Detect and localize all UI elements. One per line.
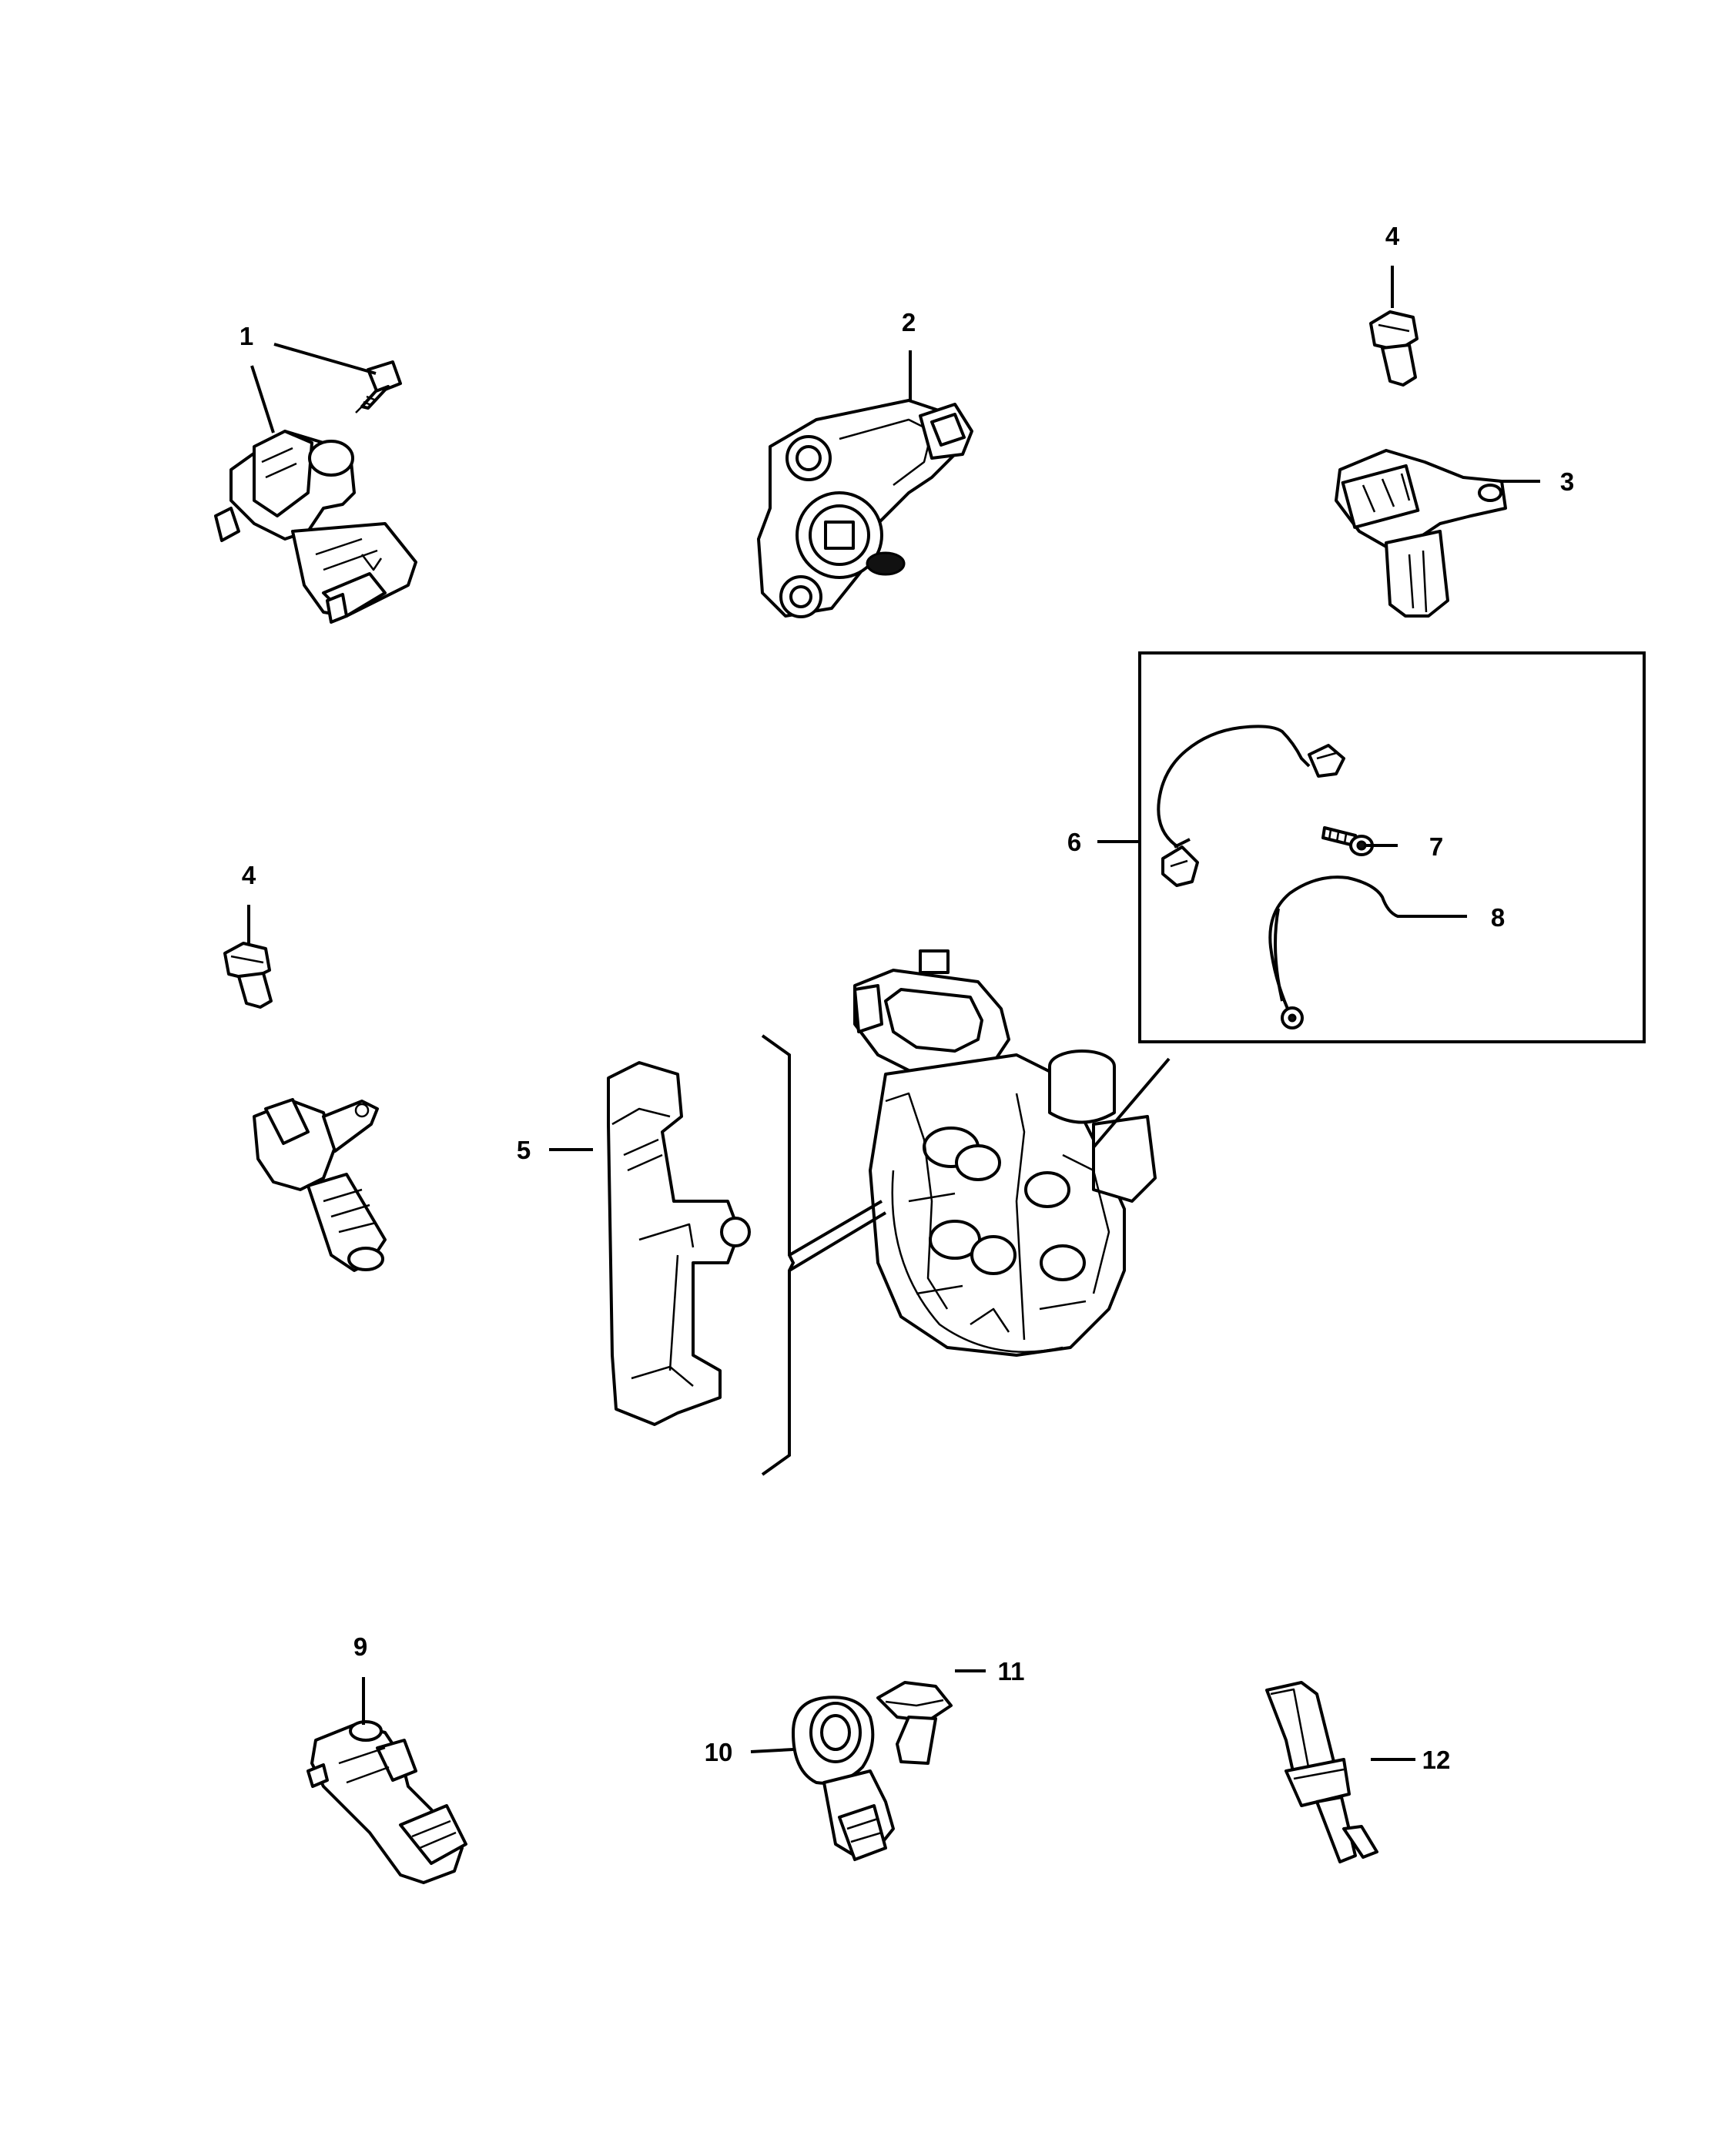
leader-lines bbox=[247, 266, 1540, 1761]
part-1-map-sensor[interactable] bbox=[214, 360, 417, 624]
part-11-bolt[interactable] bbox=[876, 1681, 953, 1765]
callout-3[interactable]: 3 bbox=[1560, 467, 1574, 496]
wire-lead-icon bbox=[1268, 875, 1413, 1029]
map-sensor-icon bbox=[214, 430, 417, 624]
knock-sensor-icon bbox=[792, 1696, 895, 1861]
group-box bbox=[1138, 651, 1646, 1043]
pressure-sensor-icon bbox=[306, 1720, 467, 1884]
bolt-icon bbox=[876, 1681, 953, 1765]
callout-1[interactable]: 1 bbox=[239, 322, 253, 350]
callout-labels: 1 2 3 4 4 5 6 7 8 9 10 11 12 bbox=[239, 222, 1574, 1774]
callout-7[interactable]: 7 bbox=[1429, 832, 1443, 861]
part-9-pressure-sensor[interactable] bbox=[306, 1720, 467, 1884]
range-sensor-icon bbox=[757, 399, 973, 618]
part-5-valve-body-bracket[interactable] bbox=[607, 1061, 751, 1426]
leader-box-valve-body bbox=[1092, 1057, 1171, 1149]
callout-4-top[interactable]: 4 bbox=[1385, 222, 1400, 250]
valve-body-assembly[interactable] bbox=[853, 949, 1157, 1357]
valve-body-icon bbox=[853, 949, 1157, 1357]
part-2-range-sensor[interactable] bbox=[757, 399, 973, 618]
part-4-bolt-top[interactable] bbox=[1369, 310, 1419, 387]
bolt-icon bbox=[223, 942, 273, 1009]
callout-5[interactable]: 5 bbox=[517, 1136, 531, 1164]
callout-11[interactable]: 11 bbox=[998, 1657, 1025, 1686]
part-3-speed-sensor[interactable] bbox=[1335, 449, 1507, 618]
callout-9[interactable]: 9 bbox=[353, 1632, 367, 1661]
part-6-wiring-harness[interactable] bbox=[1157, 725, 1345, 887]
valve-body-bracket-icon bbox=[607, 1061, 751, 1426]
part-12-temperature-sensor[interactable] bbox=[1265, 1681, 1378, 1863]
callout-2[interactable]: 2 bbox=[902, 308, 916, 336]
part-10-knock-sensor[interactable] bbox=[792, 1696, 895, 1861]
callout-10[interactable]: 10 bbox=[705, 1738, 733, 1766]
crank-sensor[interactable] bbox=[253, 1098, 387, 1272]
part-4-bolt-left[interactable] bbox=[223, 942, 273, 1009]
speed-sensor-icon bbox=[1335, 449, 1507, 618]
screw-icon bbox=[355, 360, 402, 413]
wiring-harness-icon bbox=[1157, 725, 1345, 887]
speed-sensor-icon bbox=[253, 1098, 387, 1272]
leader-5-valve-body bbox=[788, 1200, 887, 1272]
part-7-screw[interactable] bbox=[1321, 826, 1374, 856]
group-bracket-line bbox=[761, 1034, 796, 1476]
callout-8[interactable]: 8 bbox=[1491, 903, 1505, 932]
callout-4-left[interactable]: 4 bbox=[242, 861, 256, 889]
screw-icon bbox=[1321, 826, 1374, 856]
callout-12[interactable]: 12 bbox=[1422, 1746, 1451, 1774]
callout-6[interactable]: 6 bbox=[1067, 828, 1081, 856]
bolt-icon bbox=[1369, 310, 1419, 387]
part-8-wire-lead[interactable] bbox=[1268, 875, 1413, 1029]
temperature-sensor-icon bbox=[1265, 1681, 1378, 1863]
